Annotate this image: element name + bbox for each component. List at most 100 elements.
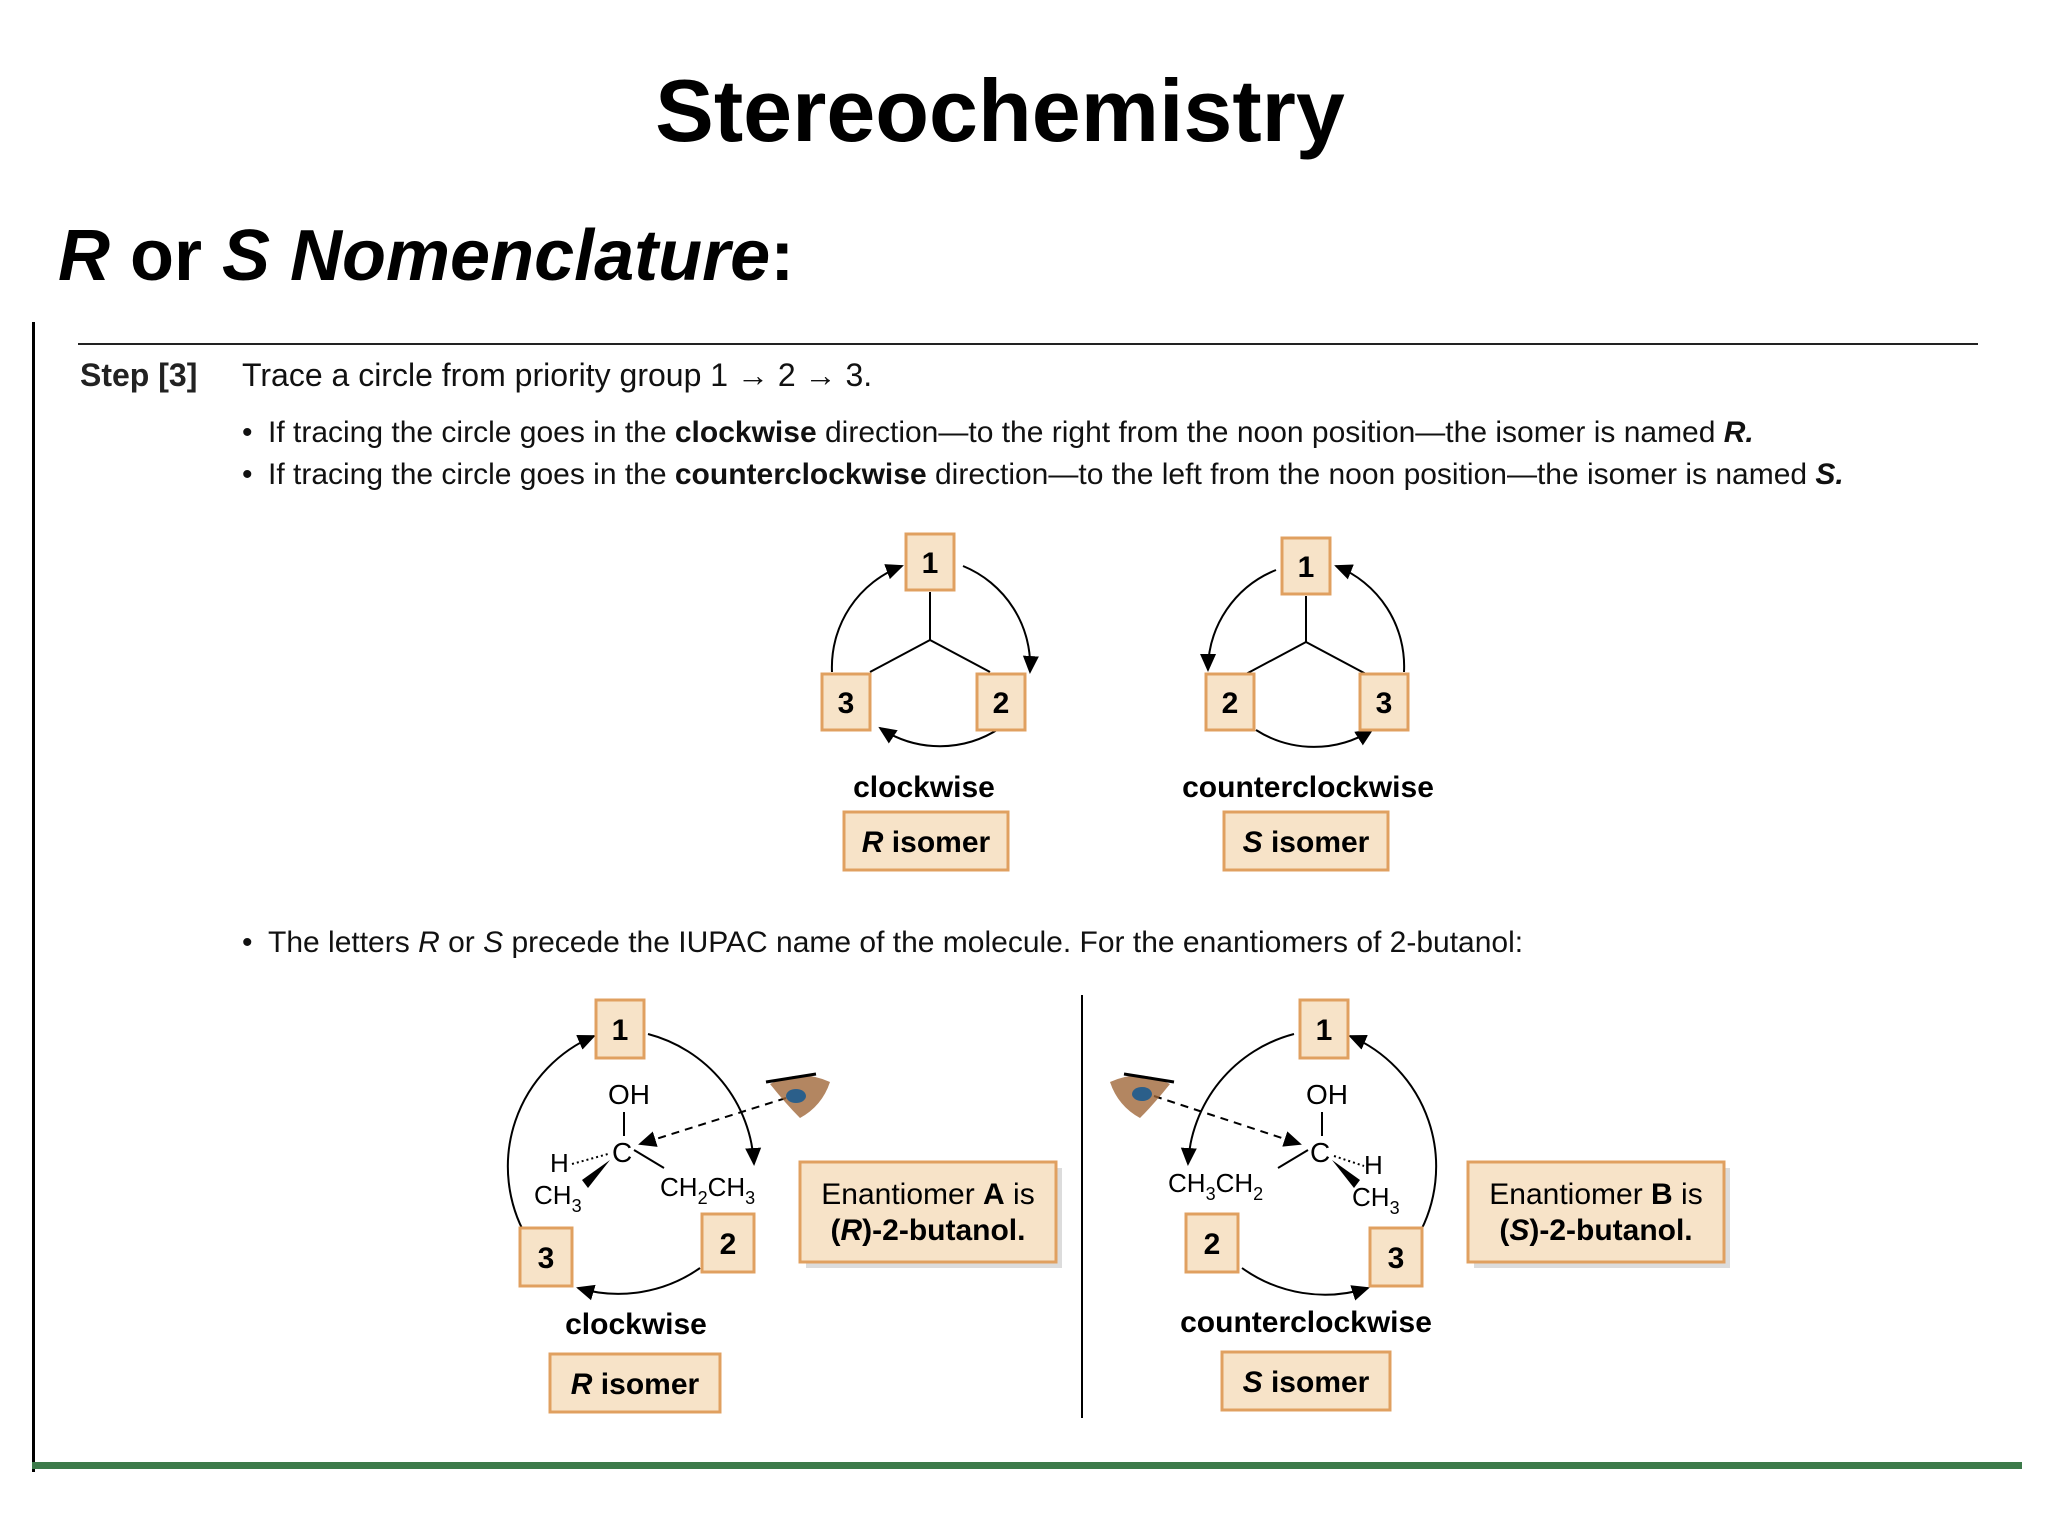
r-isomer-label: R isomer [571,1368,700,1401]
enantiomer-b-box [1466,1160,1726,1264]
bullet-text: or [439,926,484,959]
priority-label-2: 2 [1222,687,1239,720]
subtitle-nomenclature: Nomenclature [270,216,771,296]
bullet-r: R [418,926,440,959]
enantiomer-b-line1: Enantiomer B is [1489,1178,1702,1211]
priority-label-2: 2 [720,1228,737,1261]
left-border-line [32,322,35,1472]
bullet-iupac: • The letters R or S precede the IUPAC na… [242,926,1523,960]
eye-icon [1110,1072,1175,1118]
figure-top-rule [78,343,1978,345]
line-of-sight [638,1097,787,1147]
enantiomer-a-line2: (R)-2-butanol. [831,1214,1026,1247]
arrow-2-to-3 [1241,1267,1370,1301]
arrow-1-to-2 [1180,1033,1295,1166]
priority-label-3: 3 [1388,1242,1405,1275]
bullet-text: direction—to the right from the noon pos… [816,416,1724,449]
bullet-bold: clockwise [674,416,817,449]
priority-label-2: 2 [1204,1228,1221,1261]
bullet-dot: • [242,416,253,449]
stereocenter-c: C [612,1137,632,1168]
priority-box-2 [1184,1212,1240,1274]
oh-group: OH [1306,1079,1348,1110]
s-isomer-box [1220,1350,1392,1412]
priority-box-1 [594,998,646,1060]
bullet-text: If tracing the circle goes in the [268,416,675,449]
hydrogen-atom: H [550,1148,569,1178]
priority-box-3 [1368,1226,1424,1288]
page-title: Stereochemistry [655,61,1345,160]
line-of-sight [1153,1095,1302,1147]
subtitle-or: or [110,216,223,296]
enantiomer-a-diagram: 1 2 3 OH C H CH3 CH2CH3 clockwise R isom… [506,998,1062,1414]
bullet-s: S [483,926,504,959]
direction-label: clockwise [853,771,995,804]
priority-label-3: 3 [838,687,855,720]
enantiomer-b-diagram: 1 2 3 OH C H CH3 CH3CH2 counterclockwise… [1110,998,1730,1412]
priority-label-1: 1 [1298,551,1315,584]
oh-group: OH [608,1079,650,1110]
bullet-dot: • [242,926,253,959]
methyl-group: CH3 [534,1180,582,1216]
bullet-end-letter: S. [1815,458,1844,491]
wedge-bond [582,1160,610,1188]
step-label: Step [3] [80,357,198,393]
general-s-diagram: 1 2 3 counterclockwise S isomer [1182,536,1434,872]
bullet-counterclockwise: •If tracing the circle goes in the count… [242,458,1844,492]
s-isomer-label: S isomer [1243,826,1370,859]
arrow-1-to-2 [1200,569,1277,672]
priority-box-2 [975,672,1027,732]
bullet-text: precede the IUPAC name of the molecule. … [503,926,1524,959]
wedge-bond [1332,1160,1360,1188]
arrow-2-to-3 [1255,728,1374,748]
s-isomer-box [1222,810,1390,872]
priority-label-1: 1 [922,547,939,580]
enantiomer-b-line2: (S)-2-butanol. [1499,1214,1692,1247]
subtitle-s: S [222,216,271,296]
subtitle-r: R [58,216,110,296]
bullet-bold: counterclockwise [674,458,927,491]
methyl-group: CH3 [1352,1182,1400,1218]
bullet-text: direction—to the left from the noon posi… [926,458,1816,491]
ethyl-group: CH2CH3 [660,1172,755,1208]
priority-label-2: 2 [993,687,1010,720]
bullet-clockwise: • If tracing the circle goes in the clock… [242,416,1754,450]
priority-box-2 [1204,672,1256,732]
priority-box-1 [1280,536,1332,596]
eye-icon [765,1072,830,1118]
priority-label-1: 1 [612,1014,629,1047]
arrow-3-to-1 [1348,1034,1438,1237]
section-subtitle: R or S Nomenclature: [58,215,794,297]
r-isomer-box [842,810,1010,872]
direction-label: counterclockwise [1182,771,1434,804]
priority-box-3 [518,1226,574,1288]
subtitle-colon: : [770,216,795,296]
arrow-3-to-1 [830,564,904,673]
bottom-green-bar [32,1462,2022,1469]
bullet-text: The letters [268,926,419,959]
general-r-diagram: 1 3 2 clockwise R isomer [820,532,1039,872]
direction-label: counterclockwise [1180,1306,1432,1339]
bullet-end-letter: R. [1723,416,1754,449]
priority-box-3 [1358,672,1410,732]
priority-box-3 [820,672,872,732]
stereocenter-c: C [1310,1137,1330,1168]
arrow-1-to-2 [962,565,1039,674]
priority-label-3: 3 [538,1242,555,1275]
bullet-dot: • [242,458,253,491]
priority-box-1 [904,532,956,592]
priority-label-3: 3 [1376,687,1393,720]
hydrogen-atom: H [1364,1150,1383,1180]
arrow-3-to-1 [506,1034,596,1237]
enantiomer-a-box [798,1160,1058,1264]
priority-box-1 [1298,998,1350,1060]
arrow-2-to-3 [576,1267,701,1301]
r-isomer-label: R isomer [862,826,991,859]
priority-label-1: 1 [1316,1014,1333,1047]
arrow-3-to-1 [1334,564,1406,673]
priority-box-2 [700,1212,756,1274]
arrow-2-to-3 [878,726,1001,748]
r-isomer-box [548,1352,722,1414]
s-isomer-label: S isomer [1243,1366,1370,1399]
